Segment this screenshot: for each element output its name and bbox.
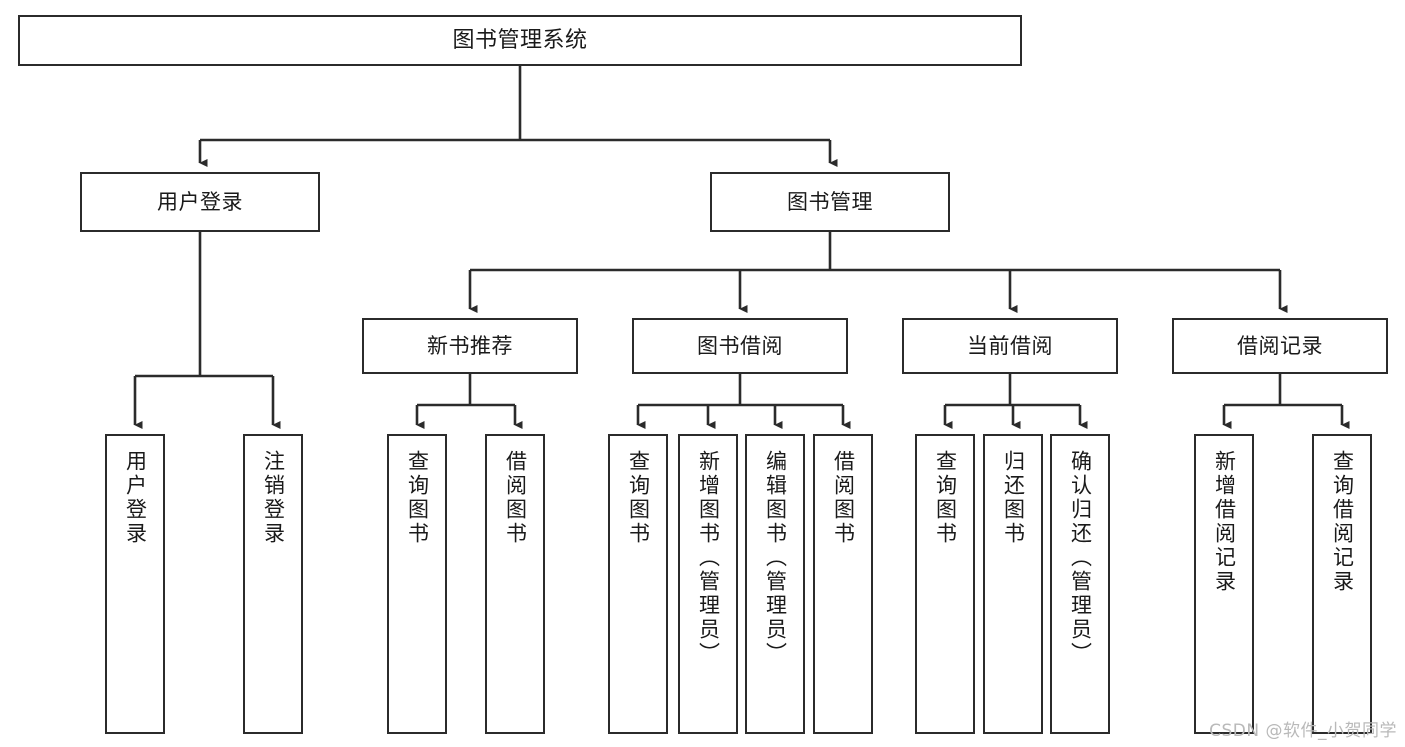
node-book-borrow[interactable]: 图书借阅 <box>632 318 848 374</box>
node-leaf-query-books-current[interactable]: 查询图书 <box>915 434 975 734</box>
node-leaf-add-borrow-record[interactable]: 新增借阅记录 <box>1194 434 1254 734</box>
node-label-leaf-query-books-borrow: 查询图书 <box>626 450 651 546</box>
node-leaf-add-book-admin[interactable]: 新增图书（管理员） <box>678 434 738 734</box>
node-label-leaf-add-borrow-record: 新增借阅记录 <box>1212 450 1237 594</box>
node-label-book-borrow: 图书借阅 <box>697 333 783 358</box>
node-label-borrow-record: 借阅记录 <box>1237 333 1323 358</box>
node-label-leaf-query-books-current: 查询图书 <box>933 450 958 546</box>
node-label-new-book-recommend: 新书推荐 <box>427 333 513 358</box>
node-label-book-management: 图书管理 <box>787 189 873 214</box>
node-label-leaf-borrow-books-borrow: 借阅图书 <box>831 450 856 546</box>
node-label-leaf-borrow-books-recommend: 借阅图书 <box>503 450 528 546</box>
node-leaf-user-login[interactable]: 用户登录 <box>105 434 165 734</box>
node-leaf-confirm-return-admin[interactable]: 确认归还（管理员） <box>1050 434 1110 734</box>
node-leaf-return-books[interactable]: 归还图书 <box>983 434 1043 734</box>
node-user-login[interactable]: 用户登录 <box>80 172 320 232</box>
node-label-leaf-return-books: 归还图书 <box>1001 450 1026 546</box>
node-leaf-borrow-books-recommend[interactable]: 借阅图书 <box>485 434 545 734</box>
node-borrow-record[interactable]: 借阅记录 <box>1172 318 1388 374</box>
node-leaf-query-books-borrow[interactable]: 查询图书 <box>608 434 668 734</box>
node-leaf-query-books-recommend[interactable]: 查询图书 <box>387 434 447 734</box>
node-root-system[interactable]: 图书管理系统 <box>18 15 1022 66</box>
node-label-leaf-query-borrow-record: 查询借阅记录 <box>1330 450 1355 594</box>
node-label-leaf-add-book-admin: 新增图书（管理员） <box>696 450 721 666</box>
node-label-leaf-user-login: 用户登录 <box>123 450 148 546</box>
node-label-current-borrow: 当前借阅 <box>967 333 1053 358</box>
node-label-leaf-logout-login: 注销登录 <box>261 450 286 546</box>
node-label-root: 图书管理系统 <box>452 27 588 53</box>
node-label-leaf-edit-book-admin: 编辑图书（管理员） <box>763 450 788 666</box>
node-book-management[interactable]: 图书管理 <box>710 172 950 232</box>
node-label-leaf-confirm-return-admin: 确认归还（管理员） <box>1068 450 1093 666</box>
node-leaf-borrow-books-borrow[interactable]: 借阅图书 <box>813 434 873 734</box>
node-new-book-recommend[interactable]: 新书推荐 <box>362 318 578 374</box>
node-label-leaf-query-books-recommend: 查询图书 <box>405 450 430 546</box>
node-leaf-logout-login[interactable]: 注销登录 <box>243 434 303 734</box>
node-leaf-query-borrow-record[interactable]: 查询借阅记录 <box>1312 434 1372 734</box>
node-leaf-edit-book-admin[interactable]: 编辑图书（管理员） <box>745 434 805 734</box>
node-current-borrow[interactable]: 当前借阅 <box>902 318 1118 374</box>
watermark-text: CSDN @软件_小贺同学 <box>1209 721 1397 741</box>
node-label-user-login: 用户登录 <box>157 189 243 214</box>
